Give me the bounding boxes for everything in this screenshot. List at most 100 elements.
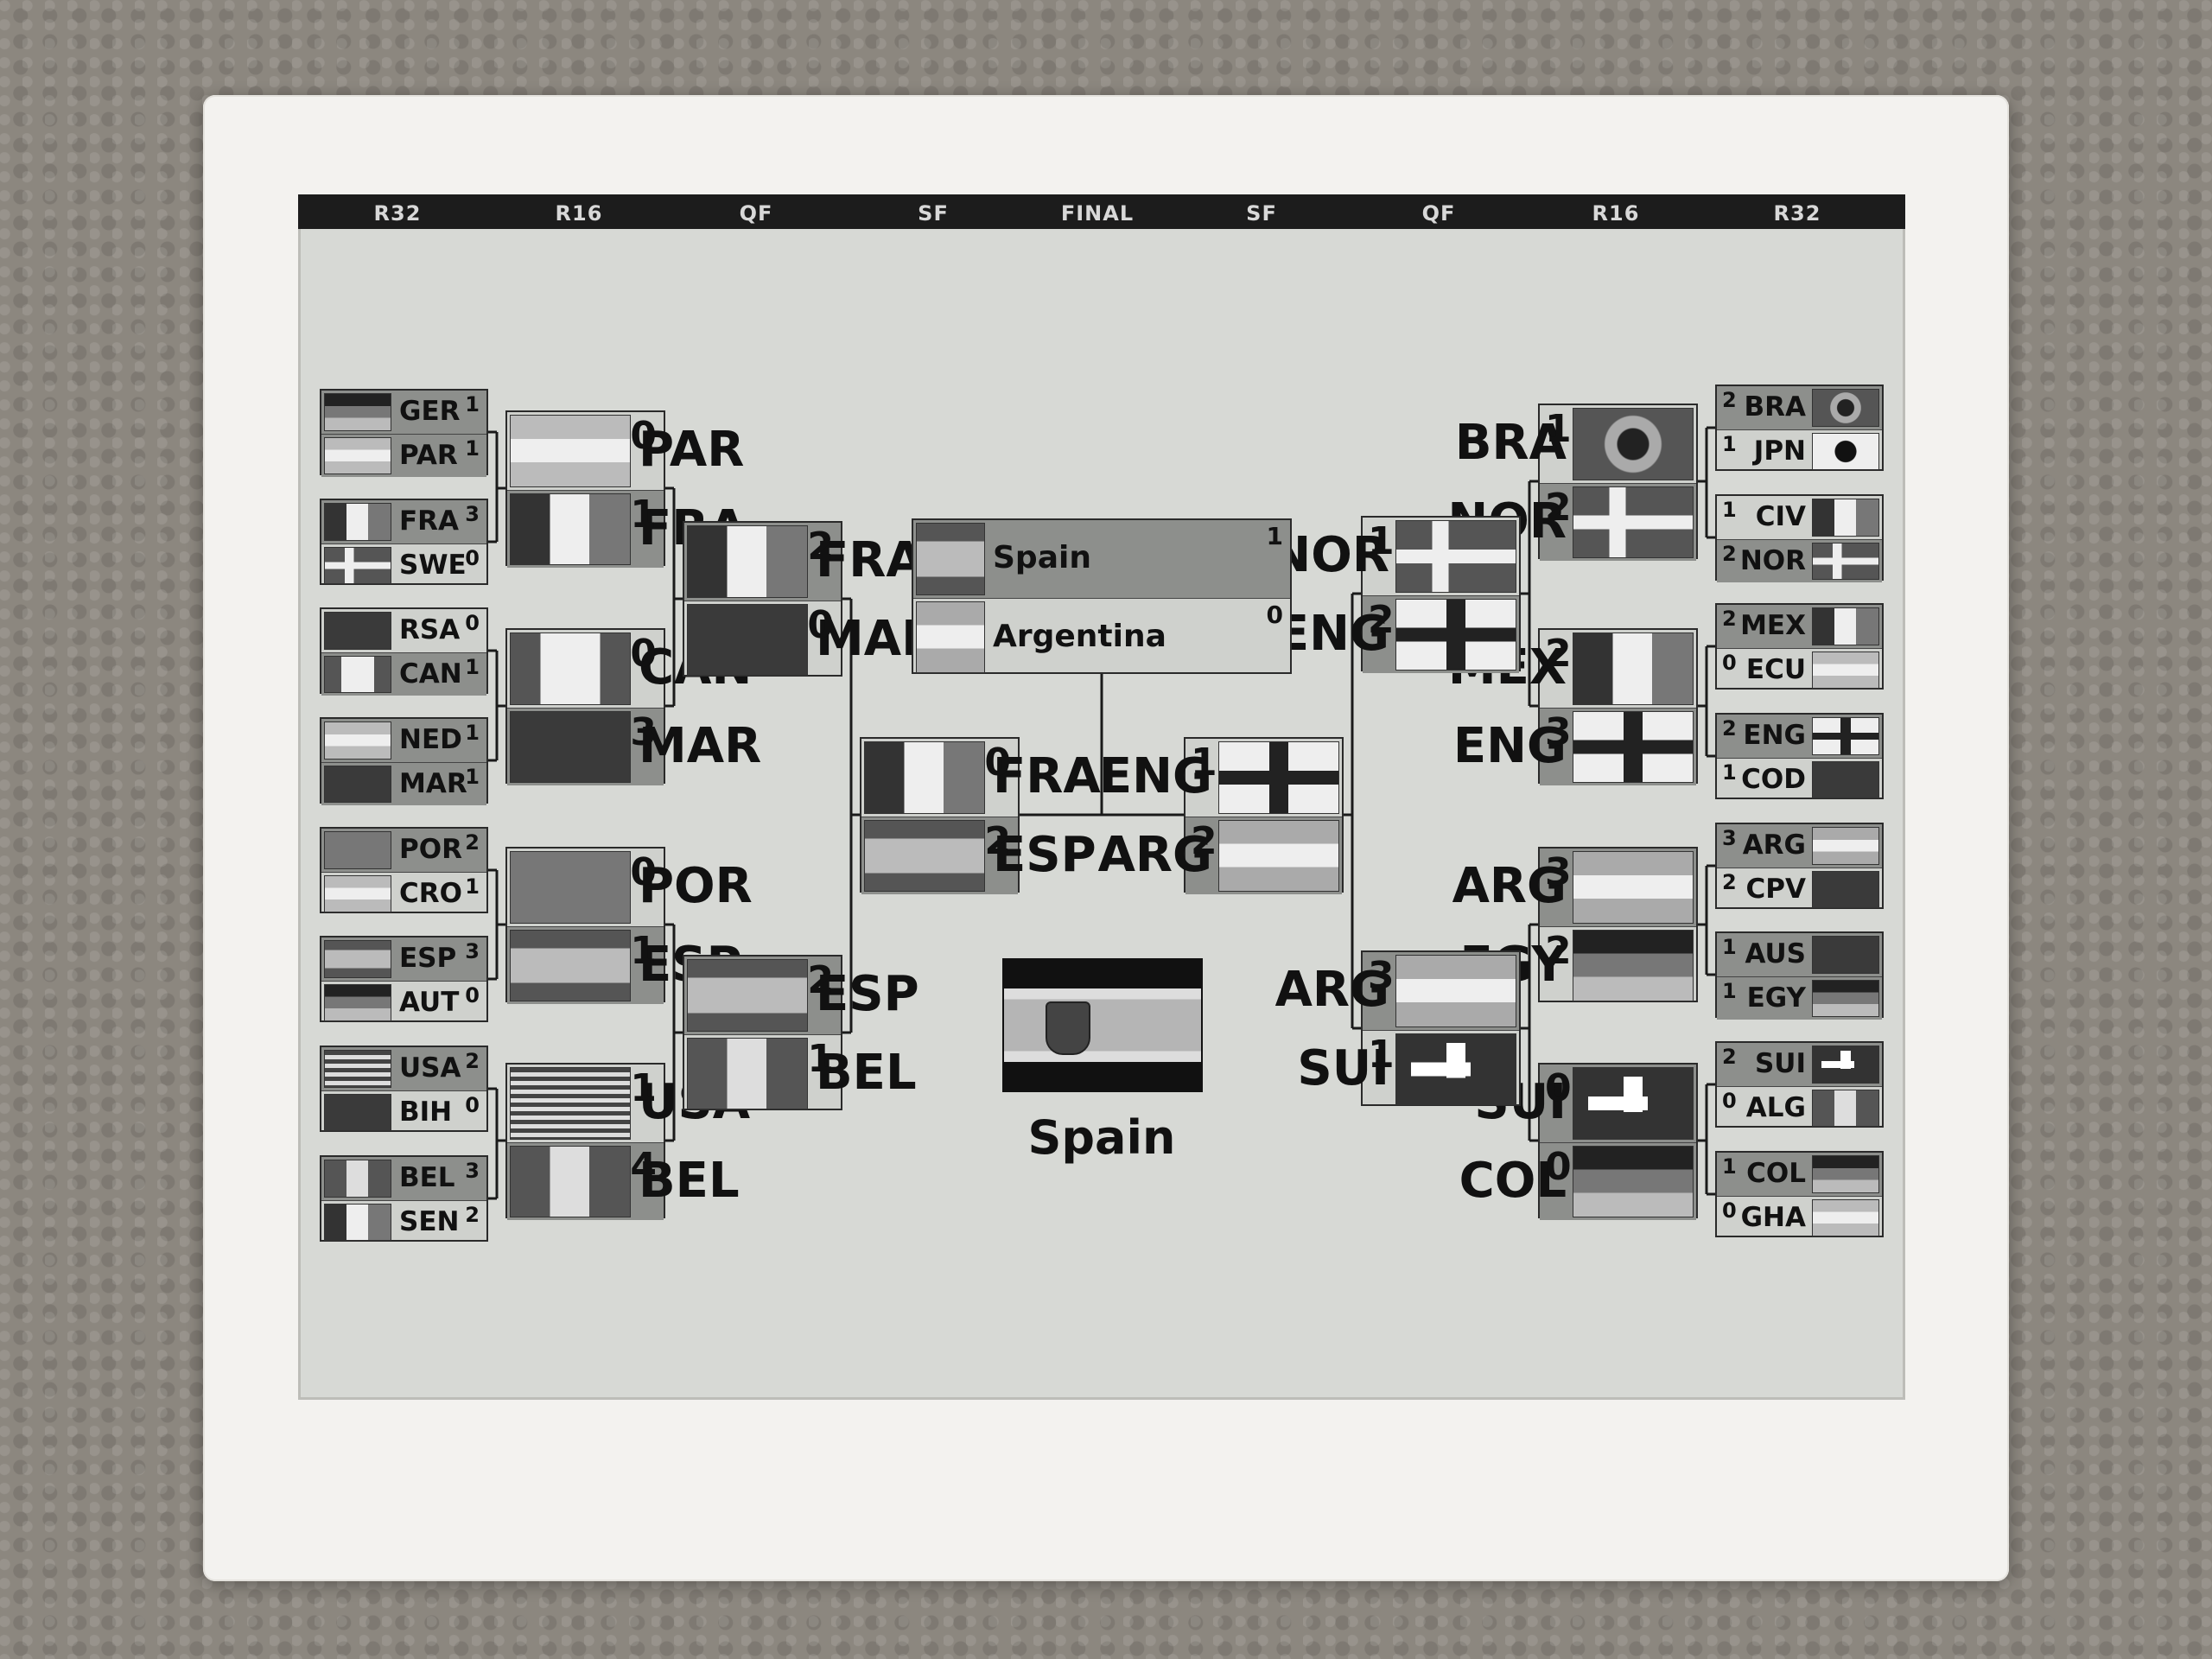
team-code: BIH: [399, 1096, 453, 1128]
team-score: 3: [1545, 710, 1572, 754]
team-code: Spain: [993, 540, 1091, 575]
match-left-r16-3[interactable]: USA1BEL4: [505, 1063, 750, 1220]
team-code: ESP: [399, 943, 457, 974]
eng-flag-icon: [1812, 717, 1879, 755]
crest-icon: [1046, 1001, 1090, 1055]
eng-flag-icon: [1218, 741, 1339, 814]
team-score: 1: [1722, 979, 1737, 1003]
match-right-r16-0[interactable]: BRA1NOR2: [1447, 404, 1698, 561]
team-score: 2: [1722, 388, 1737, 412]
team-code: MEX: [1740, 610, 1806, 641]
team-score: 1: [807, 1037, 834, 1081]
match-left-r16-1[interactable]: CAN0MAR3: [505, 628, 761, 785]
team-code: CAN: [399, 658, 462, 690]
team-code: CRO: [399, 878, 462, 909]
team-score: 3: [1368, 954, 1395, 998]
team-code: AUS: [1745, 938, 1806, 969]
team-row: USA1: [507, 1065, 750, 1142]
match-right-r16-2[interactable]: ARG3EGY2: [1452, 847, 1698, 1002]
team-code: MAR: [399, 768, 467, 799]
team-code: PAR: [639, 422, 745, 478]
match-left-r16-0[interactable]: PAR0FRA1: [505, 410, 747, 568]
round-label-5: SF: [1246, 201, 1277, 226]
team-score: 1: [1368, 1033, 1395, 1077]
par-flag-icon: [324, 437, 391, 474]
match-right-r16-1[interactable]: MEX2ENG3: [1448, 628, 1698, 785]
nor-flag-icon: [1573, 486, 1694, 558]
arg-flag-icon: [1218, 820, 1339, 892]
gha-flag-icon: [1812, 1199, 1879, 1236]
team-score: 1: [465, 874, 480, 899]
team-code: ENG: [1275, 606, 1389, 662]
team-code: BEL: [399, 1162, 455, 1193]
eng-flag-icon: [1395, 599, 1516, 671]
team-code: ESP: [993, 827, 1096, 883]
team-score: 2: [1368, 598, 1395, 642]
arg-flag-icon: [1395, 955, 1516, 1027]
team-score: 1: [465, 392, 480, 416]
team-code: POR: [399, 834, 462, 865]
esp-flag-icon: [864, 820, 985, 892]
team-row: SUI0: [1474, 1065, 1696, 1142]
bracket-lines: [488, 426, 1715, 1200]
team-score: 2: [807, 958, 834, 1002]
team-score: 0: [630, 632, 657, 676]
team-score: 1: [1368, 519, 1395, 563]
team-code: ENG: [1743, 720, 1806, 751]
team-row: ESP1: [507, 926, 742, 1004]
sen-flag-icon: [324, 1204, 391, 1241]
team-score: 1: [465, 765, 480, 789]
match-left-r16-2[interactable]: POR0ESP1: [505, 847, 753, 1004]
team-score: 0: [630, 414, 657, 458]
team-code: SWE: [399, 550, 467, 581]
team-code: BEL: [639, 1153, 740, 1209]
swe-flag-icon: [324, 547, 391, 584]
nor-flag-icon: [1395, 520, 1516, 593]
esp-flag-icon: [510, 930, 631, 1001]
match-right-r16-3[interactable]: SUI0COL0: [1459, 1063, 1698, 1220]
can-flag-icon: [510, 632, 631, 705]
team-code: FRA: [993, 748, 1101, 804]
por-flag-icon: [510, 851, 631, 924]
team-code: BRA: [1744, 391, 1807, 423]
